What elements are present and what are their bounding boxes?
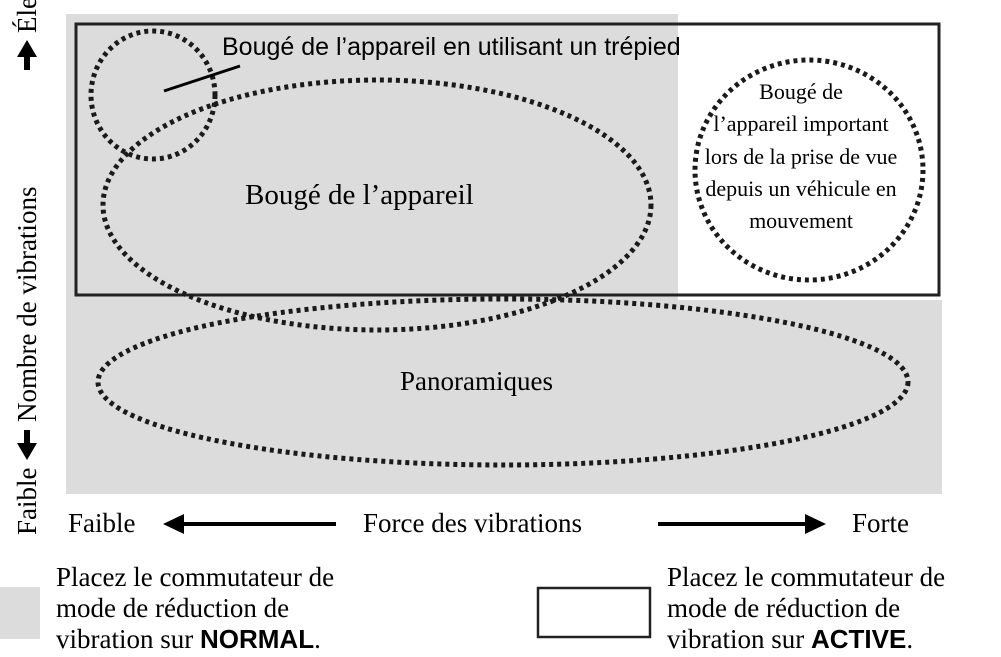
legend-active-swatch [536,586,652,639]
legend-active-text: Placez le commutateur de mode de réducti… [667,562,945,655]
y-arrow-down-icon [17,430,37,460]
legend-normal-line: mode de réduction de [56,593,290,623]
vehicle-label-line: Bougé de [759,79,843,104]
y-axis: Faible Nombre de vibrations Élevé [12,0,42,535]
camera-shake-ellipse [100,77,654,333]
y-axis-title: Nombre de vibrations [12,187,42,422]
x-axis: Faible Force des vibrations Forte [68,508,909,538]
tripod-shake-ellipse [88,28,218,162]
vehicle-label-line: l’appareil important [713,111,888,136]
panning-ellipse [95,296,911,468]
legend-normal-mode: NORMAL [199,624,315,654]
active-zone-outline [74,22,941,297]
legend-normal-swatch [0,587,40,639]
vehicle-label-line: lors de la prise de vue [705,144,897,169]
panning-label: Panoramiques [400,366,553,396]
tripod-leader-line [163,64,241,93]
vehicle-label: Bougé de l’appareil important lors de la… [705,79,897,233]
x-arrow-right-icon [805,514,826,534]
x-axis-low-label: Faible [68,508,136,538]
legend-active-line: vibration sur ACTIVE. [667,624,914,654]
legend-active-line: Placez le commutateur de [667,562,946,592]
tripod-label: Bougé de l’appareil en utilisant un trép… [222,33,681,61]
y-axis-low-label: Faible [12,467,42,535]
legend-active-line: mode de réduction de [667,593,901,623]
normal-zone [66,14,942,494]
x-axis-high-label: Forte [852,508,909,538]
y-axis-high-label: Élevé [12,0,42,33]
legend-normal-text: Placez le commutateur de mode de réducti… [56,562,334,655]
vehicle-shake-ellipse [692,57,926,283]
legend-normal-line: Placez le commutateur de [56,562,335,592]
vehicle-label-line: depuis un véhicule en [705,176,896,201]
legend-normal-line: vibration sur NORMAL. [56,624,321,654]
x-axis-title: Force des vibrations [363,508,582,538]
vehicle-label-line: mouvement [749,208,853,233]
x-arrow-left-icon [163,514,184,534]
camera-shake-label: Bougé de l’appareil [245,179,474,211]
y-arrow-up-icon [17,40,37,70]
legend-active-mode: ACTIVE [810,624,907,654]
